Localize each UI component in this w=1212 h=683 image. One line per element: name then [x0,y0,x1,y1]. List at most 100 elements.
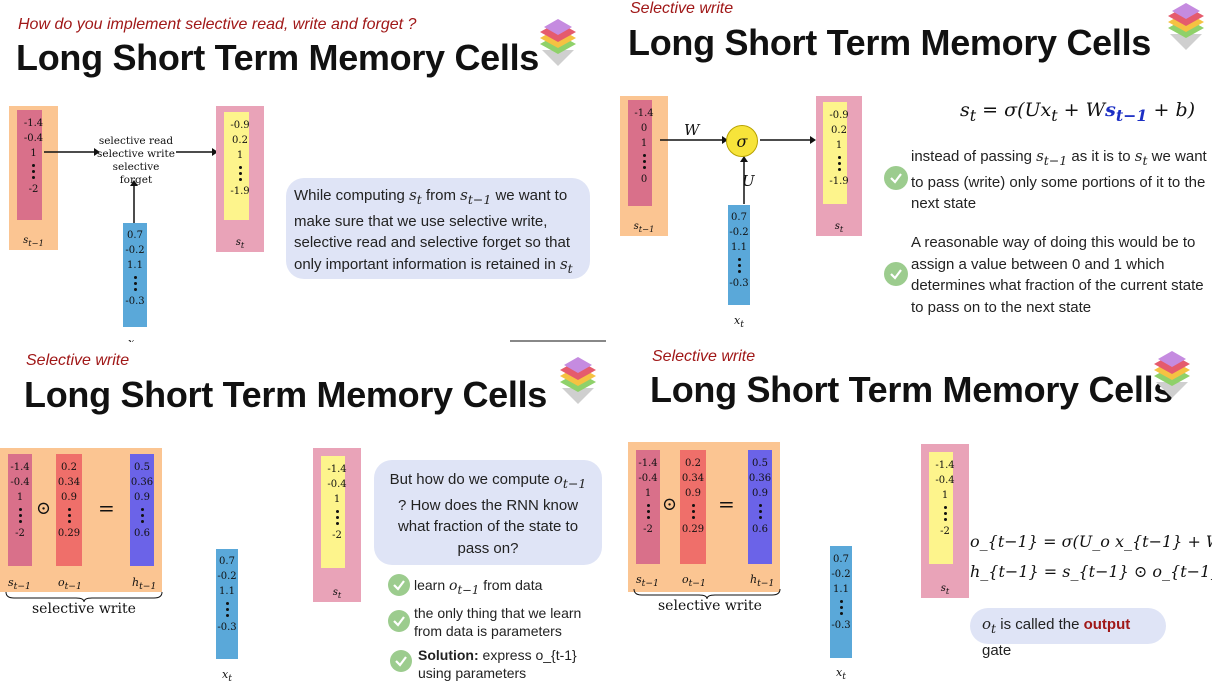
weight-label-u: U [742,172,755,190]
vector-cell: -0.3 [831,620,851,631]
vector-cell: 0.29 [681,524,705,535]
explanation-bubble: While computing st from st−1 we want to … [286,178,590,279]
vector-s-prev: -1.4 -0.4 1 -2 st−1 [9,106,58,250]
gate-line-write: selective write [97,148,175,160]
equals-sign: = [98,496,115,520]
question-bubble: But how do we compute ot−1 ? How does th… [374,460,602,565]
vector-cell: 0.7 [731,212,747,223]
slide-selective-write-sigma: Selective write Long Short Term Memory C… [606,0,1212,342]
vector-label-s-prev: st−1 [633,221,655,234]
vector-label-x-t: xt [128,336,138,342]
vector-cell: -0.2 [831,569,851,580]
vector-cell: 1 [30,148,37,159]
vector-label-h-prev: ht−1 [132,576,157,593]
course-logo-icon [1154,351,1190,398]
vertical-ellipsis-icon [335,510,339,525]
vector-cell: 0.9 [752,488,768,499]
slide-selective-read-write-forget: How do you implement selective read, wri… [0,0,606,342]
course-logo-icon [1168,3,1204,50]
brace-icon [633,588,781,599]
vertical-ellipsis-icon [642,154,646,169]
vector-cell: 0.2 [232,135,248,146]
gate-line-forget: selective forget [112,161,160,186]
vector-cell: 1 [644,488,652,499]
vector-cell: -0.4 [327,479,347,490]
item-parameters: the only thing that we learn from data i… [414,605,582,639]
vector-cell: -2 [15,528,25,539]
slide-title: Long Short Term Memory Cells [628,22,1152,63]
vector-cell: 1 [640,138,648,149]
slide-subtitle: How do you implement selective read, wri… [18,16,417,33]
vertical-ellipsis-icon [837,156,841,171]
vector-cell: 0.5 [134,462,150,473]
brace-label: selective write [32,601,136,617]
vector-cell: 1 [835,140,843,151]
hidden-state-equation: h_{t−1} = s_{t−1} ⊙ o_{t−1} [970,562,1212,581]
vector-cell: 0.2 [685,458,701,469]
vector-cell: -1.4 [634,108,654,119]
vector-cell: 0.36 [130,477,154,488]
vector-label-o-prev: ot−1 [58,576,82,593]
vector-label-s-t: st [235,237,245,250]
vector-label-s-prev: st−1 [8,576,31,593]
vector-cell: -2 [643,524,653,535]
output-gate-note: ot is called the output gate [970,608,1166,659]
vector-x-t: 0.7 -0.2 1.1 -0.3 [830,546,852,658]
vector-cell: -2 [28,184,39,195]
vector-cell: -1.4 [10,462,30,473]
brace-label: selective write [658,598,762,614]
slide-title: Long Short Term Memory Cells [16,37,540,78]
vertical-ellipsis-icon [839,600,843,615]
vector-cell: 1.1 [833,584,849,595]
vector-cell: -0.4 [638,473,658,484]
vector-cell: 0.2 [61,462,77,473]
vector-cell: 0.7 [219,556,235,567]
vector-o-prev: 0.2 0.34 0.9 0.29 [56,454,82,566]
brace-icon [5,591,163,602]
vertical-ellipsis-icon [646,504,650,519]
flow-arrows [44,148,218,225]
vertical-ellipsis-icon [133,276,137,291]
vector-cell: -0.4 [23,133,44,144]
vector-label-x-t: xt [836,666,846,683]
vector-o-prev: 0.2 0.34 0.9 0.29 [680,450,706,564]
vector-cell: 0.7 [833,554,849,565]
output-gate-equation: o_{t−1} = σ(U_o x_{t−1} + W_o h_{t−2} + … [970,532,1212,551]
vector-label-o-prev: ot−1 [682,573,706,590]
vector-x-t: 0.7 -0.2 1.1 -0.3 [728,205,750,305]
vector-s-t: -1.4 -0.4 1 -2 st [313,448,361,602]
vector-s-t: -1.4 -0.4 1 -2 st [921,444,969,598]
vector-h-prev: 0.5 0.36 0.9 0.6 [130,454,154,566]
vector-cell: 1 [941,490,949,501]
checkmark-icon [884,262,908,286]
item-solution: Solution: express o_{t-1} using paramete… [418,647,577,681]
point-instead-of-passing: instead of passing st−1 as it is to st w… [911,147,1207,212]
slide-title: Long Short Term Memory Cells [650,369,1174,410]
vector-cell: -0.3 [729,278,749,289]
vertical-ellipsis-icon [67,508,71,523]
vector-label-s-t: st [332,587,342,600]
course-logo-icon [540,19,576,66]
vector-cell: -0.4 [10,477,30,488]
vector-cell: -0.9 [230,120,250,131]
slide-selective-write-gate: Selective write Long Short Term Memory C… [0,342,606,683]
checkmark-icon [388,610,410,632]
vector-cell: -1.4 [23,118,44,129]
vector-cell: -1.9 [230,186,250,197]
vector-cell: 1 [16,492,24,503]
flow-arrows [660,136,816,204]
vertical-ellipsis-icon [32,164,35,179]
vector-label-x-t: xt [734,314,744,331]
vector-cell: -1.9 [829,176,849,187]
item-learn-from-data: learn ot−1 from data [414,577,543,597]
vector-cell: 0.34 [57,477,81,488]
vector-label-x-t: xt [222,668,232,683]
vector-cell: 0.9 [685,488,701,499]
vector-cell: 0.9 [61,492,77,503]
vector-cell: -0.4 [935,475,955,486]
vector-cell: 0 [640,123,648,134]
vector-x-t: 0.7 -0.2 1.1 -0.3 [123,223,147,327]
hadamard-operator: ⊙ [36,498,52,519]
vector-s-prev: -1.4 -0.4 1 -2 [636,450,660,564]
weight-label-w: W [684,121,700,139]
